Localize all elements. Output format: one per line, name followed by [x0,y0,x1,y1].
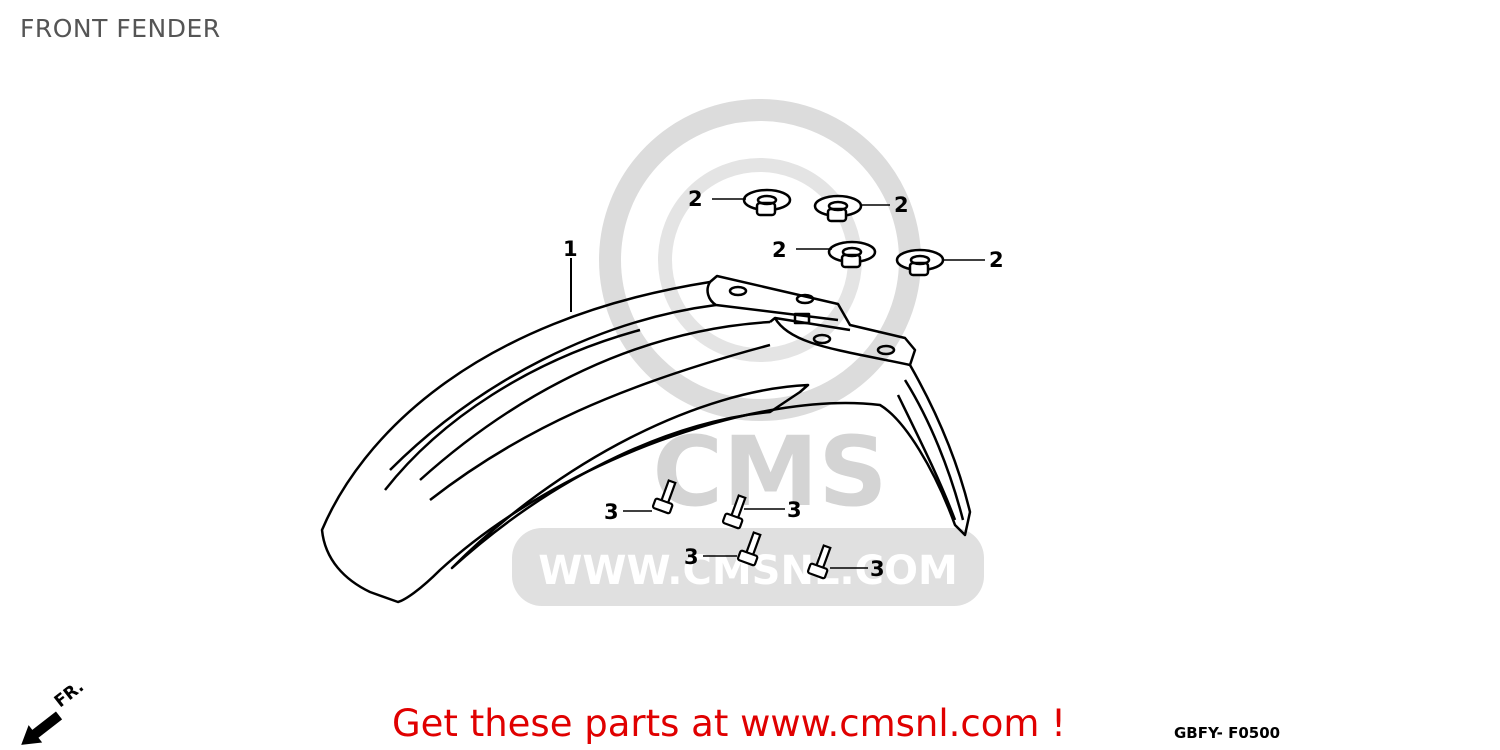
cms-watermark: CMS WWW.CMSNL.COM [512,99,984,606]
callout-label-3c: 3 [684,545,699,569]
callout-label-3a: 3 [604,500,619,524]
callout-label-2c: 2 [772,238,787,262]
callout-fender: 1 [563,237,578,312]
callout-label-2d: 2 [989,248,1004,272]
grommet [742,188,945,277]
front-fender [320,274,972,604]
callout-label-3b: 3 [787,498,802,522]
page-title: FRONT FENDER [20,14,221,43]
callout-label-2a: 2 [688,187,703,211]
callout-label-3d: 3 [870,557,885,581]
front-direction-arrow: FR. [21,677,88,745]
front-label: FR. [51,677,88,712]
callout-bolts: 3 3 3 3 [604,498,885,581]
callout-label-2b: 2 [894,193,909,217]
callout-label-1: 1 [563,237,578,261]
promo-text: Get these parts at www.cmsnl.com ! [392,702,1067,745]
arrow-icon [21,711,63,745]
callout-grommets: 2 2 2 2 [688,187,1004,272]
watermark-brand: CMS [652,416,887,528]
diagram-code: GBFY- F0500 [1174,724,1281,742]
bolt [651,479,832,580]
